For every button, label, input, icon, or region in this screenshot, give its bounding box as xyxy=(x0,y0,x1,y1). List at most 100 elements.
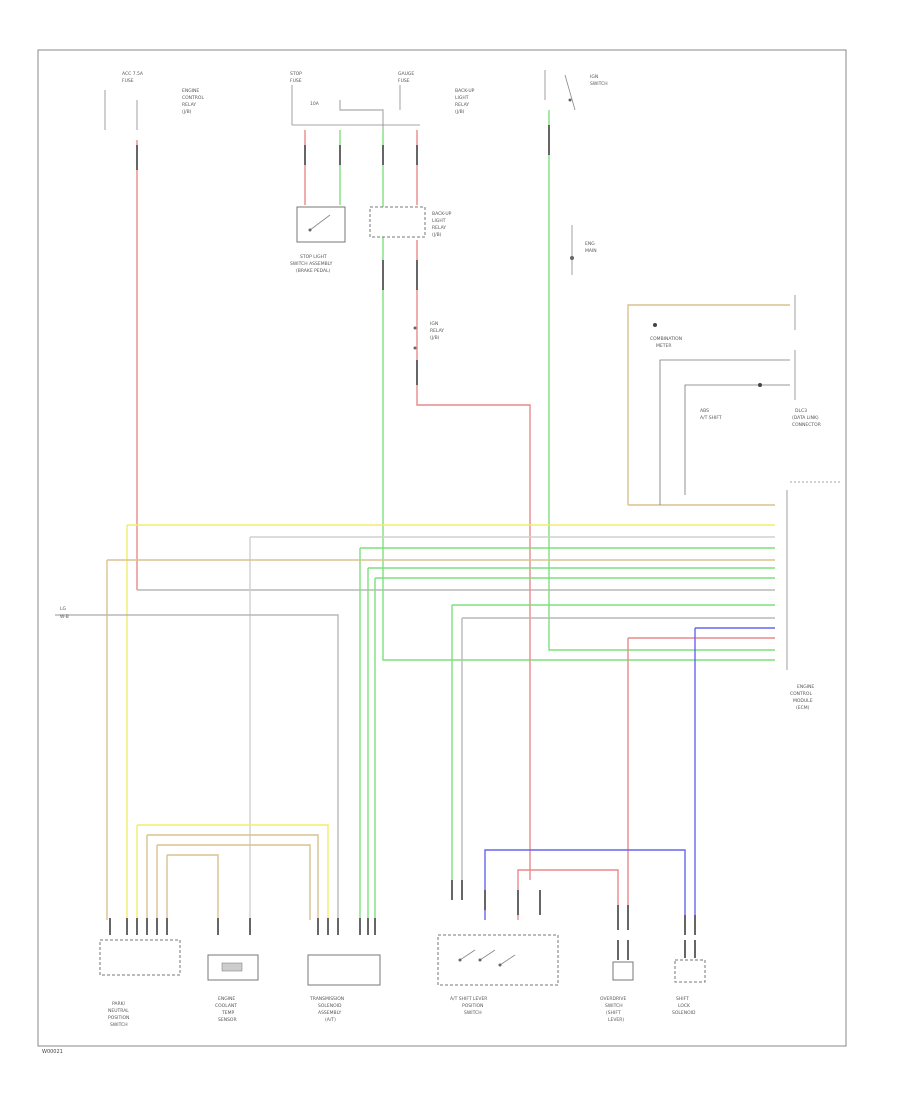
svg-text:ENG: ENG xyxy=(585,241,595,247)
trans-label-1: TRANSMISSION xyxy=(309,996,344,1002)
ecm-label-3: MODULE xyxy=(793,698,813,704)
trans-label-3: ASSEMBLY xyxy=(318,1010,342,1016)
meter-label-1: COMBINATION xyxy=(650,336,682,342)
dlc-pin-icon xyxy=(758,383,762,387)
ign-side-indicator: ENG MAIN xyxy=(570,225,597,275)
fuse-acc-label-1: ACC 7.5A xyxy=(122,71,144,77)
wire-blue-loop xyxy=(484,849,686,920)
ign-relay-label-3: (J/B) xyxy=(430,335,440,341)
wire-tan-meter xyxy=(627,304,790,505)
pn-label-2: NEUTRAL xyxy=(108,1008,129,1014)
sensor-label-3: TEMP xyxy=(221,1010,234,1016)
dlc: DLC3 (DATA LINK) CONNECTOR ABS A/T SHIFT xyxy=(700,350,821,428)
sensor-element-icon xyxy=(221,962,243,972)
sl-label-3: SOLENOID xyxy=(672,1010,696,1016)
wire-red-gauge-2 xyxy=(416,240,531,880)
fuse-acc-sub-1: ENGINE xyxy=(182,88,199,94)
fuse-acc-sub-4: (J/B) xyxy=(182,109,192,115)
relay-label-4: (J/B) xyxy=(432,232,442,238)
svg-text:A/T SHIFT: A/T SHIFT xyxy=(700,415,722,421)
fuse-stop-sub-1: 10A xyxy=(310,101,320,107)
fuse-gauge-label-1: GAUGE xyxy=(398,71,414,77)
pn-label-1: PARK/ xyxy=(112,1001,126,1007)
sl-label-1: SHIFT xyxy=(676,996,689,1002)
relay-label-3: RELAY xyxy=(432,225,446,231)
sensor-label-1: ENGINE xyxy=(218,996,235,1002)
coolant-temp-sensor: ENGINE COOLANT TEMP SENSOR xyxy=(207,954,259,1023)
od-label-1: OVERDRIVE xyxy=(600,996,627,1002)
wire-red-loop xyxy=(517,869,619,920)
shift-label-1: A/T SHIFT LEVER xyxy=(450,996,487,1002)
at-shift-lever-switch: A/T SHIFT LEVER POSITION SWITCH xyxy=(437,934,559,1016)
fuse-gauge-sub-4: (J/B) xyxy=(455,109,465,115)
connector-ticks xyxy=(109,125,696,960)
ecm-label-4: (ECM) xyxy=(796,705,810,711)
ign-switch: IGN SWITCH xyxy=(544,70,608,111)
pn-label-3: POSITION xyxy=(108,1015,129,1021)
wire-dark-dlc xyxy=(684,384,790,495)
stop-switch-label-2: SWITCH ASSEMBLY xyxy=(290,261,333,267)
fuse-acc: ACC 7.5A FUSE ENGINE CONTROL RELAY (J/B) xyxy=(104,71,204,130)
diagram-frame xyxy=(37,49,847,1047)
od-label-4: LEVER) xyxy=(608,1017,624,1023)
ign-relay-label-2: RELAY xyxy=(430,328,444,334)
svg-text:LG: LG xyxy=(60,606,67,612)
stop-switch-label-1: STOP LIGHT xyxy=(300,254,327,260)
ign-switch-contact-icon xyxy=(568,98,572,102)
shift-label-2: POSITION xyxy=(462,1003,483,1009)
shift-lock-solenoid: SHIFT LOCK SOLENOID xyxy=(672,959,706,1016)
ign-switch-label-2: SWITCH xyxy=(590,81,608,87)
stop-light-switch: STOP LIGHT SWITCH ASSEMBLY (BRAKE PEDAL) xyxy=(290,206,346,274)
fuse-gauge-label-2: FUSE xyxy=(398,78,410,84)
fuse-gauge-sub-1: BACK-UP xyxy=(455,88,475,94)
wire-green-backup xyxy=(382,130,775,661)
wire-green-ign xyxy=(548,110,775,651)
transmission-solenoid: TRANSMISSION SOLENOID ASSEMBLY (A/T) xyxy=(307,954,381,1023)
ecm-label-1: ENGINE xyxy=(797,684,814,690)
fuse-acc-label-2: FUSE xyxy=(122,78,134,84)
fuse-gauge: GAUGE FUSE BACK-UP LIGHT RELAY (J/B) xyxy=(398,71,475,115)
trans-label-2: SOLENOID xyxy=(318,1003,342,1009)
wire-gray-7 xyxy=(55,614,339,920)
sl-label-2: LOCK xyxy=(678,1003,691,1009)
wire-tan-sensor xyxy=(167,854,219,920)
ground-icon xyxy=(570,256,574,260)
ecm-label-2: CONTROL xyxy=(790,691,812,697)
svg-text:W-B: W-B xyxy=(60,614,69,620)
relay-label-1: BACK-UP xyxy=(432,211,452,217)
shift-label-3: SWITCH xyxy=(464,1010,482,1016)
page-code: W00021 xyxy=(42,1049,63,1055)
trans-label-4: (A/T) xyxy=(325,1017,336,1023)
pn-label-4: SWITCH xyxy=(110,1022,128,1028)
meter-indicator-icon xyxy=(653,323,657,327)
wire-yellow-low xyxy=(137,824,329,920)
svg-text:MAIN: MAIN xyxy=(585,248,597,254)
fuse-acc-sub-2: CONTROL xyxy=(182,95,204,101)
od-label-2: SWITCH xyxy=(605,1003,623,1009)
fuse-gauge-sub-2: LIGHT xyxy=(455,95,469,101)
dlc-label-1: DLC3 xyxy=(795,408,807,414)
dlc-label-3: CONNECTOR xyxy=(792,422,821,428)
wire-dark-meter xyxy=(659,359,790,505)
ecm-connector: ENGINE CONTROL MODULE (ECM) xyxy=(786,481,840,711)
ign-relay: IGN RELAY (J/B) xyxy=(413,321,444,350)
fuse-gauge-sub-3: RELAY xyxy=(455,102,469,108)
wire-gray-relay xyxy=(339,100,384,130)
stop-switch-label-3: (BRAKE PEDAL) xyxy=(296,268,331,274)
fuse-stop: STOP FUSE 10A xyxy=(290,71,420,126)
wire-group xyxy=(55,100,790,920)
ign-switch-label-1: IGN xyxy=(590,74,598,80)
relay-label-2: LIGHT xyxy=(432,218,446,224)
fuse-stop-label-2: FUSE xyxy=(290,78,302,84)
fuse-stop-label-1: STOP xyxy=(290,71,302,77)
svg-text:ABS: ABS xyxy=(700,408,709,414)
fuse-acc-sub-3: RELAY xyxy=(182,102,196,108)
sensor-label-2: COOLANT xyxy=(215,1003,237,1009)
wire-tan-low2 xyxy=(157,844,311,920)
left-edge-labels: LG W-B xyxy=(60,606,69,620)
dlc-label-2: (DATA LINK) xyxy=(792,415,819,421)
back-up-relay: BACK-UP LIGHT RELAY (J/B) xyxy=(369,206,452,238)
combination-meter: COMBINATION METER xyxy=(650,295,796,349)
overdrive-switch: OVERDRIVE SWITCH (SHIFT LEVER) xyxy=(600,961,634,1023)
